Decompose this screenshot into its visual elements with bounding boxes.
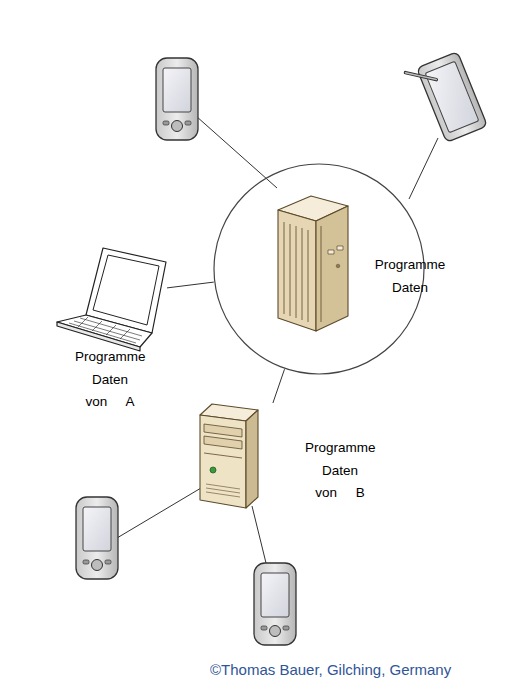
device-wire: [196, 116, 277, 188]
tower-server-icon: [200, 404, 258, 508]
copyright-note: ©Thomas Bauer, Gilching, Germany: [210, 660, 451, 680]
tablet-icon: [405, 52, 487, 147]
network-link: [167, 282, 214, 288]
laptop-icon: [57, 248, 166, 351]
server-circle: Programme Daten: [213, 163, 425, 375]
device-wire: [117, 488, 201, 538]
pda-icon: [156, 58, 198, 140]
device-wire: [409, 138, 438, 199]
pda-icon: [254, 563, 296, 645]
node-text: Programme Daten von A: [75, 346, 145, 414]
server-cabinet-icon: [278, 196, 348, 331]
device-node: Programme Daten von B: [195, 403, 385, 508]
pda-icon: [76, 497, 118, 579]
device-node: Programme Daten von A: [55, 245, 167, 415]
device-wires: [117, 116, 438, 563]
node-text: Programme Daten: [370, 254, 450, 299]
device-wire: [252, 506, 266, 563]
network-link: [273, 369, 285, 403]
node-text: Programme Daten von B: [305, 437, 375, 505]
